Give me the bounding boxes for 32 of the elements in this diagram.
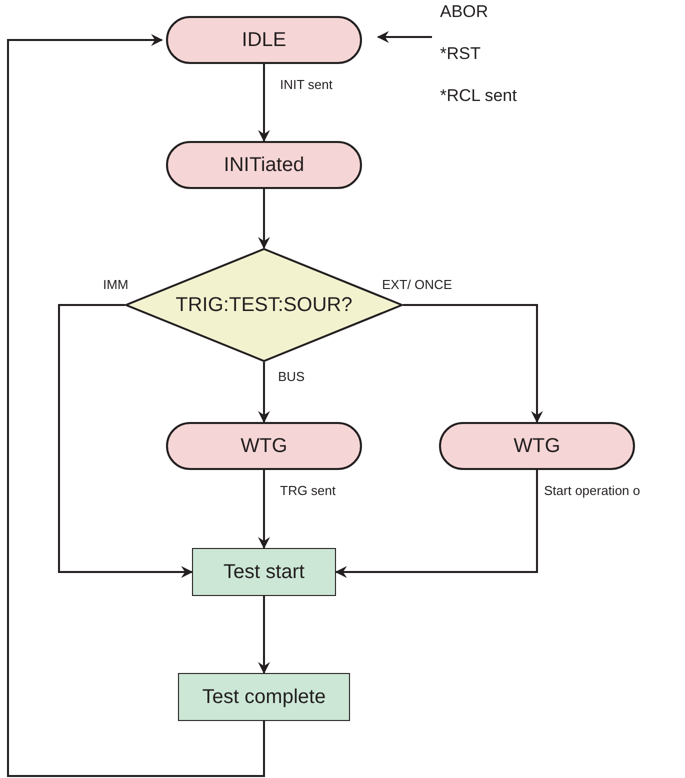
state-pill (166, 422, 362, 470)
arrow (258, 189, 270, 249)
node-label: WTG (240, 434, 288, 458)
command-text: ABOR (440, 2, 490, 23)
edge-label: Start operation o (543, 483, 642, 498)
state-pill (439, 422, 635, 470)
state-pill (166, 141, 362, 189)
command-text: *RCL sent (440, 86, 518, 107)
arrow (403, 304, 543, 423)
arrow (7, 34, 265, 777)
edge-label: BUS (277, 369, 306, 384)
arrow (258, 596, 270, 674)
arrow (335, 470, 538, 578)
process-box (192, 548, 336, 596)
edge-label: INIT sent (279, 77, 334, 92)
state-pill (166, 16, 362, 64)
arrow (58, 304, 193, 578)
arrow (258, 64, 270, 142)
node-label: Test complete (202, 686, 326, 708)
edge-label: IMM (102, 277, 130, 292)
arrow (258, 470, 270, 549)
edge-label: TRG sent (279, 483, 337, 498)
arrow (377, 31, 432, 43)
node-label: INITiated (224, 154, 304, 176)
command-text: *RST (440, 44, 482, 65)
node-label: IDLE (242, 28, 286, 52)
node-label: WTG (514, 434, 560, 458)
arrow (258, 362, 270, 423)
node-label: Test start (223, 560, 305, 584)
process-box (178, 673, 350, 721)
node-label: TRIG:TEST:SOUR? (176, 294, 352, 316)
edge-label: EXT/ ONCE (381, 277, 454, 292)
